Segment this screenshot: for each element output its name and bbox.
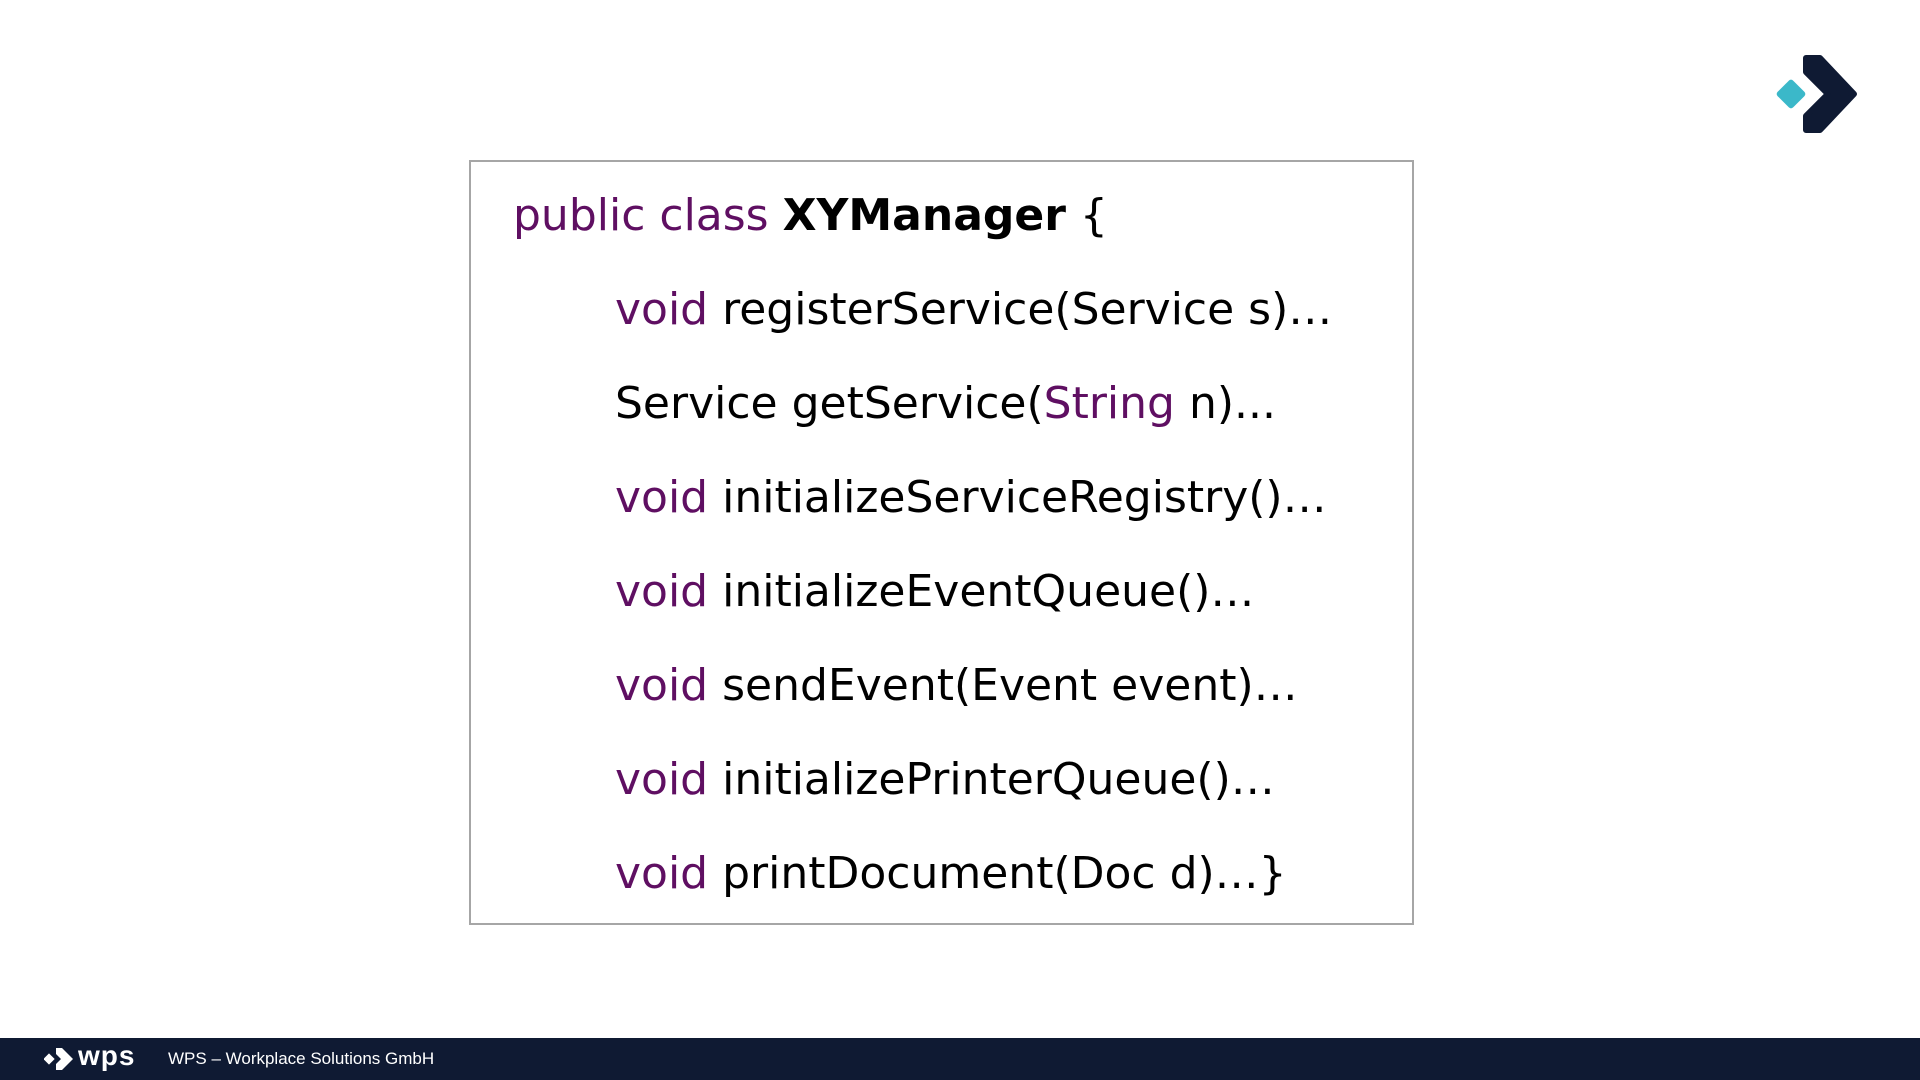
- code-keyword: void: [615, 566, 709, 617]
- code-text: registerService(Service s)…: [708, 284, 1333, 335]
- code-class-name: XYManager: [782, 190, 1066, 241]
- code-line-initialize-event-queue: void initializeEventQueue()…: [615, 564, 1254, 620]
- code-keyword: void: [615, 754, 709, 805]
- code-text: printDocument(Doc d)…}: [708, 848, 1287, 899]
- footer-bar: wps WPS – Workplace Solutions GmbH: [0, 1038, 1920, 1080]
- code-line-send-event: void sendEvent(Event event)…: [615, 658, 1298, 714]
- code-keyword: void: [615, 848, 709, 899]
- code-line-initialize-service-registry: void initializeServiceRegistry()…: [615, 470, 1327, 526]
- code-line-get-service: Service getService(String n)...: [615, 376, 1276, 432]
- footer-company-name: WPS – Workplace Solutions GmbH: [168, 1049, 435, 1068]
- wps-chevron-logo-icon: [1776, 55, 1857, 133]
- code-keyword: void: [615, 660, 709, 711]
- code-text: initializePrinterQueue()…: [708, 754, 1275, 805]
- code-text: sendEvent(Event event)…: [708, 660, 1298, 711]
- code-listing-box: public class XYManager { void registerSe…: [469, 160, 1414, 925]
- code-text: n)...: [1174, 378, 1276, 429]
- code-text: Service getService(: [615, 378, 1044, 429]
- code-line-register-service: void registerService(Service s)…: [615, 282, 1332, 338]
- code-line-class-declaration: public class XYManager {: [513, 188, 1108, 244]
- footer-logo: wps: [44, 1040, 136, 1073]
- code-keyword: String: [1043, 378, 1175, 429]
- code-keyword: void: [615, 284, 709, 335]
- code-line-initialize-printer-queue: void initializePrinterQueue()…: [615, 752, 1275, 808]
- footer-brand-text: wps: [78, 1040, 136, 1071]
- code-text: {: [1065, 190, 1108, 241]
- code-line-print-document: void printDocument(Doc d)…}: [615, 846, 1287, 902]
- code-keyword: void: [615, 472, 709, 523]
- code-keyword: public class: [513, 190, 769, 241]
- wps-logo-icon: [44, 1048, 73, 1070]
- code-text: initializeEventQueue()…: [708, 566, 1255, 617]
- code-text: initializeServiceRegistry()…: [708, 472, 1327, 523]
